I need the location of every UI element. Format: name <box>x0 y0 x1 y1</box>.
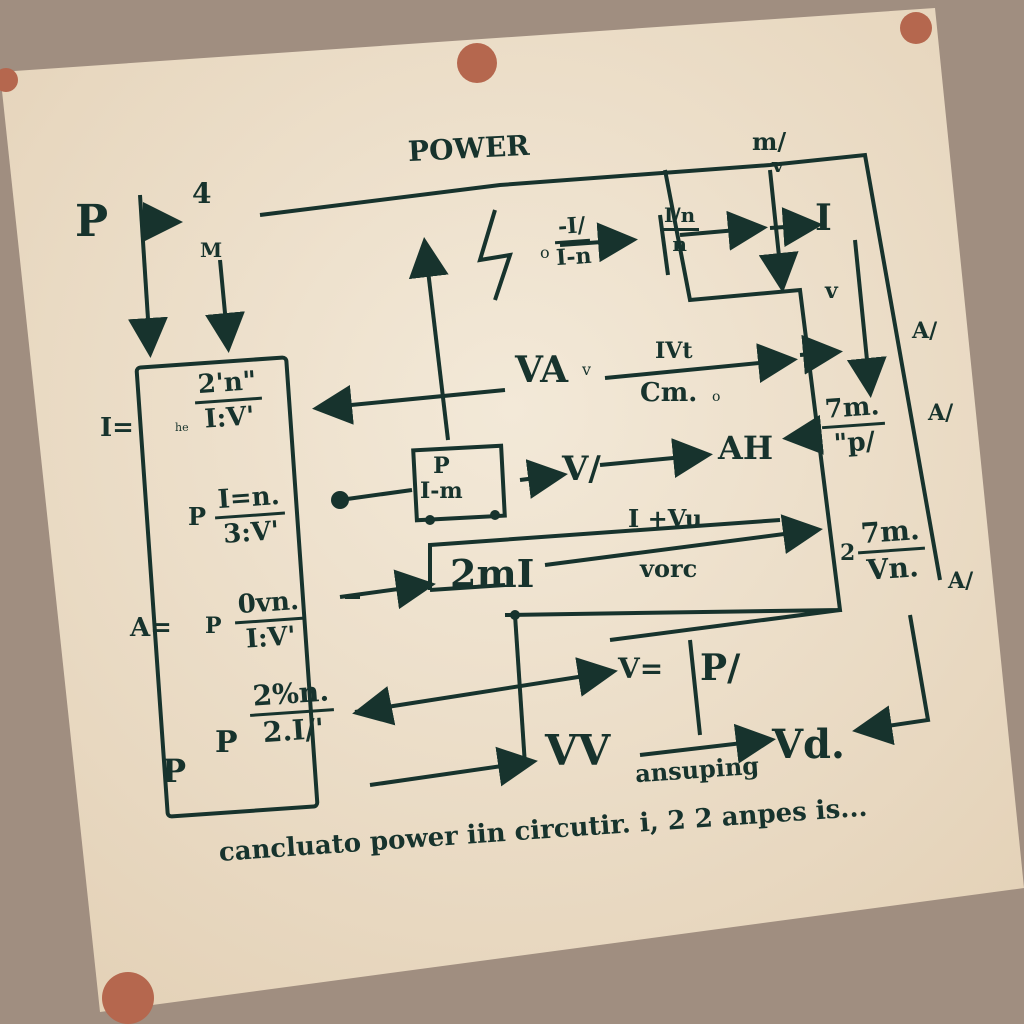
circuit-lines <box>127 152 942 819</box>
left-row-prefix-2: P <box>188 502 207 531</box>
top-fraction-den: M <box>200 238 223 262</box>
ivu-label: I +Vu <box>628 504 703 533</box>
va-sub: v <box>582 360 592 379</box>
center-value: 2mI <box>450 551 535 596</box>
top-fraction-num: 4 <box>192 177 212 210</box>
vor-label: vorc <box>640 554 698 583</box>
pin-bottom-left <box>102 972 154 1024</box>
right-fraction-1: 7m."p/ <box>819 391 887 459</box>
top-right-i: I <box>815 197 832 239</box>
veq-label: V= <box>618 652 664 685</box>
v-label: V/ <box>562 449 601 489</box>
right-fraction-2: 7m.Vn. <box>855 513 927 587</box>
right-a-label-3: A/ <box>948 568 974 594</box>
top-right-sub: v <box>772 153 784 177</box>
top-mid-prefix: o <box>540 243 550 262</box>
left-box <box>134 355 320 819</box>
cm-sub: o <box>712 389 721 405</box>
left-row-label-4: P <box>162 752 187 790</box>
top-mid-fraction: -I/I-n <box>553 212 592 271</box>
right-prefix: 2 <box>840 540 856 566</box>
diagram-title: POWER <box>407 128 531 169</box>
left-row-prefix-3: P <box>205 613 222 639</box>
right-a-label-2: A/ <box>928 400 954 426</box>
left-row-fraction-4: 2%n.2.I/' <box>247 674 337 749</box>
left-row-fraction-2: I=n.3:V' <box>212 481 287 550</box>
p-label: P/ <box>700 647 741 689</box>
left-row-label-1: I= <box>100 413 134 443</box>
pins <box>0 12 932 1024</box>
pin-top <box>457 43 497 83</box>
right-v: v <box>825 278 838 304</box>
right-a-label-1: A/ <box>912 318 938 344</box>
iv-label: IVt <box>655 338 693 364</box>
left-row-fraction-3: 0vn.I:V' <box>232 586 306 655</box>
ah-label: AH <box>718 429 774 467</box>
left-row-label-3: A= <box>130 613 172 643</box>
cm-label: Cm. <box>640 378 698 408</box>
left-row-prefix-4: P <box>215 725 238 760</box>
vv-label: VV <box>545 726 611 775</box>
va-label: VA <box>515 349 569 391</box>
vd-label: Vd. <box>772 721 845 768</box>
center-box <box>411 443 507 523</box>
pin-top-right <box>900 12 932 44</box>
left-row-prefix-1: he <box>175 421 189 434</box>
left-input-p: P <box>75 196 109 247</box>
top-right-label: m/ <box>752 127 787 156</box>
left-row-fraction-1: 2'n"I:V' <box>192 366 264 435</box>
